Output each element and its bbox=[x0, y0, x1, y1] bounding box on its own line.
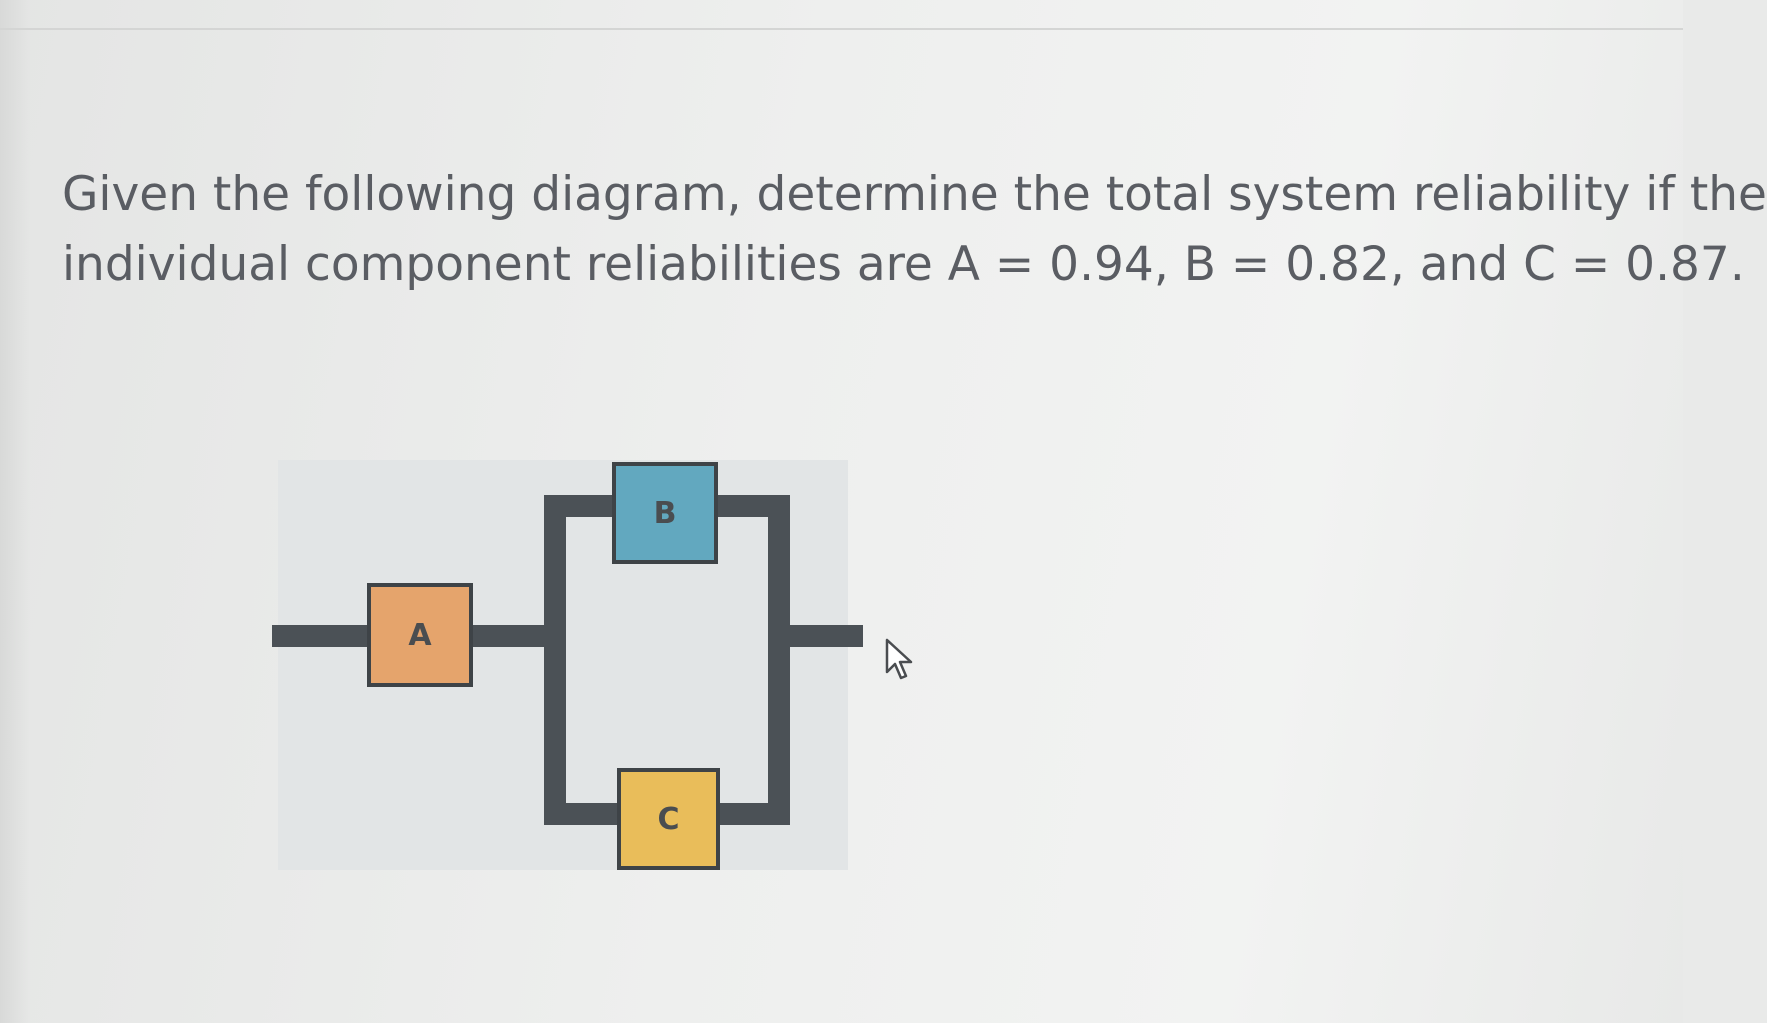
left-edge-shadow bbox=[0, 0, 30, 1023]
question-line-1: Given the following diagram, determine t… bbox=[62, 167, 1767, 222]
question-text: Given the following diagram, determine t… bbox=[62, 160, 1767, 300]
reliability-diagram: A B C bbox=[260, 455, 900, 875]
wire-left-to-c bbox=[544, 803, 619, 825]
question-line-2: individual component reliabilities are A… bbox=[62, 237, 1745, 292]
component-b: B bbox=[612, 462, 718, 564]
component-a-label: A bbox=[408, 617, 432, 653]
mouse-pointer-icon bbox=[885, 638, 913, 680]
component-a: A bbox=[367, 583, 473, 687]
component-b-label: B bbox=[653, 495, 677, 531]
input-wire bbox=[272, 625, 369, 647]
wire-a-to-junction bbox=[471, 625, 544, 647]
wire-left-to-b bbox=[544, 495, 614, 517]
component-c: C bbox=[617, 768, 720, 870]
output-wire bbox=[768, 625, 863, 647]
component-c-label: C bbox=[657, 801, 680, 837]
left-vertical-bus bbox=[544, 495, 566, 825]
right-vertical-bus bbox=[768, 495, 790, 825]
top-divider bbox=[0, 28, 1683, 30]
